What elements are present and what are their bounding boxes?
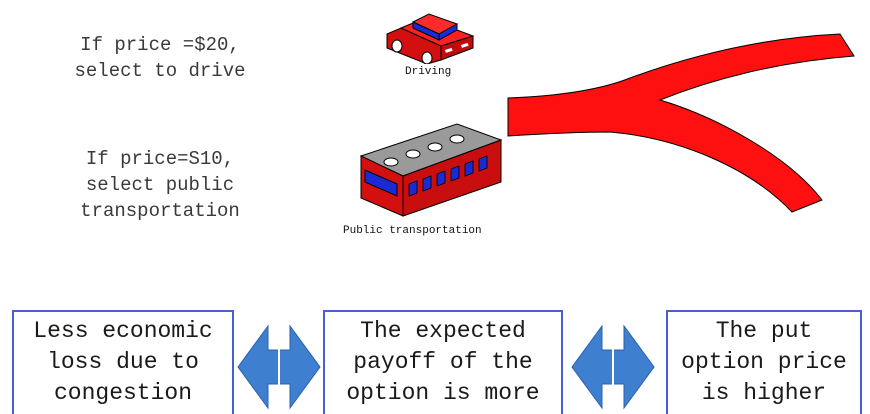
driving-condition-line-2: select to drive bbox=[74, 60, 246, 82]
transit-caption: Public transportation bbox=[343, 225, 482, 237]
driving-condition-text: If price =$20, select to drive bbox=[50, 32, 270, 84]
payoff-box: The expected payoff of the option is mor… bbox=[323, 310, 563, 414]
driving-condition-line-1: If price =$20, bbox=[80, 34, 240, 56]
put-option-box-line-3: is higher bbox=[701, 380, 827, 406]
loss-box-line-1: Less economic bbox=[33, 318, 213, 344]
put-option-box-line-1: The put bbox=[715, 318, 813, 344]
double-arrow-icon bbox=[237, 324, 321, 410]
double-arrow-icon bbox=[571, 324, 655, 410]
driving-caption: Driving bbox=[405, 66, 452, 78]
bus-icon bbox=[359, 123, 503, 217]
payoff-box-line-3: option is more bbox=[346, 380, 540, 406]
transit-condition-line-1: If price=S10, bbox=[85, 148, 235, 170]
loss-box-line-3: congestion bbox=[53, 380, 193, 406]
payoff-box-line-2: payoff of the bbox=[353, 349, 533, 375]
put-option-box: The put option price is higher bbox=[666, 310, 862, 414]
road-fork-icon bbox=[507, 33, 855, 213]
transit-condition-line-2: select public bbox=[85, 174, 235, 196]
loss-box-line-2: loss due to bbox=[47, 349, 199, 375]
transit-condition-line-3: transportation bbox=[80, 200, 240, 222]
loss-box: Less economic loss due to congestion bbox=[12, 310, 234, 414]
put-option-box-line-2: option price bbox=[681, 349, 847, 375]
car-icon bbox=[386, 13, 475, 64]
payoff-box-line-1: The expected bbox=[360, 318, 526, 344]
transit-condition-text: If price=S10, select public transportati… bbox=[45, 146, 275, 224]
